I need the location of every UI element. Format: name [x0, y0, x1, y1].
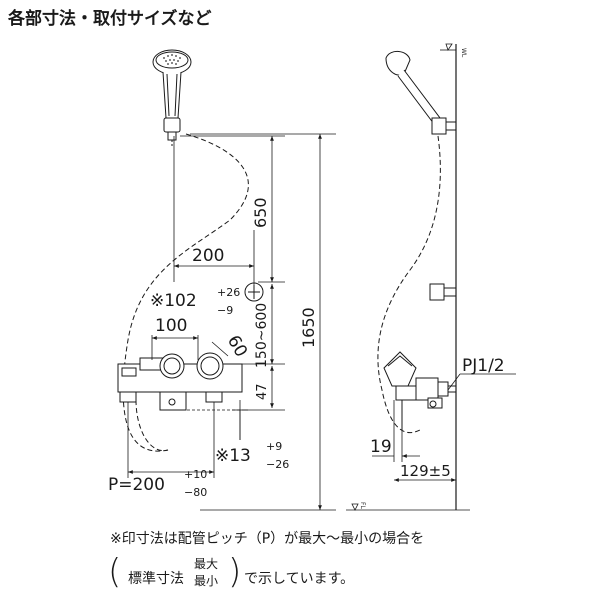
faucet-body-front [117, 352, 243, 411]
footnote-min: 最小 [194, 574, 219, 588]
label-pj: PJ1/2 [462, 356, 505, 376]
dim-102: ※102 [150, 291, 197, 311]
footnote-max: 最大 [194, 557, 219, 571]
front-view [117, 49, 264, 452]
shower-head-front [152, 49, 192, 119]
footnote-line-2: で示しています。 [244, 571, 355, 587]
page-title: 各部寸法・取付サイズなど [8, 9, 212, 29]
dim-pitch-minus: −80 [184, 486, 207, 499]
front-dimensions [127, 133, 336, 511]
dim-13-plus: +9 [266, 440, 282, 453]
dim-1650: 1650 [299, 307, 318, 348]
shower-holder-front [163, 117, 181, 148]
hose-dashed-side [377, 135, 441, 433]
dim-13: ※13 [215, 446, 251, 466]
dim-13-minus: −26 [266, 458, 289, 471]
dim-200: 200 [192, 246, 224, 266]
dim-650: 650 [251, 197, 270, 228]
dim-47: 47 [255, 383, 270, 400]
dim-pitch: P=200 [108, 475, 165, 495]
shower-head-side [385, 51, 456, 135]
dim-150-600: 150~600 [254, 303, 270, 368]
paren-close: ) [228, 552, 242, 592]
dim-102-plus: +26 [217, 286, 240, 299]
dim-129: 129±5 [400, 462, 451, 480]
side-dimensions [346, 43, 516, 511]
dim-pitch-plus: +10 [184, 468, 207, 481]
dim-19: 19 [370, 437, 392, 457]
footnote-line-1: ※印寸法は配管ピッチ（P）が最大～最小の場合を [110, 531, 425, 547]
label-wl: WL [460, 48, 467, 58]
paren-open: ( [108, 552, 122, 592]
dim-60: 60 [223, 332, 251, 361]
side-view [377, 44, 457, 510]
hose-dashed-front [122, 133, 249, 452]
dim-102-minus: −9 [217, 304, 233, 317]
faucet-body-side [383, 351, 456, 430]
label-fl: FL [359, 502, 366, 509]
footnote-standard: 標準寸法 [128, 571, 184, 587]
footnote-max-min: 最大 最小 [194, 556, 218, 590]
shower-holder-side-lower [429, 283, 445, 301]
dim-100: 100 [155, 316, 187, 336]
